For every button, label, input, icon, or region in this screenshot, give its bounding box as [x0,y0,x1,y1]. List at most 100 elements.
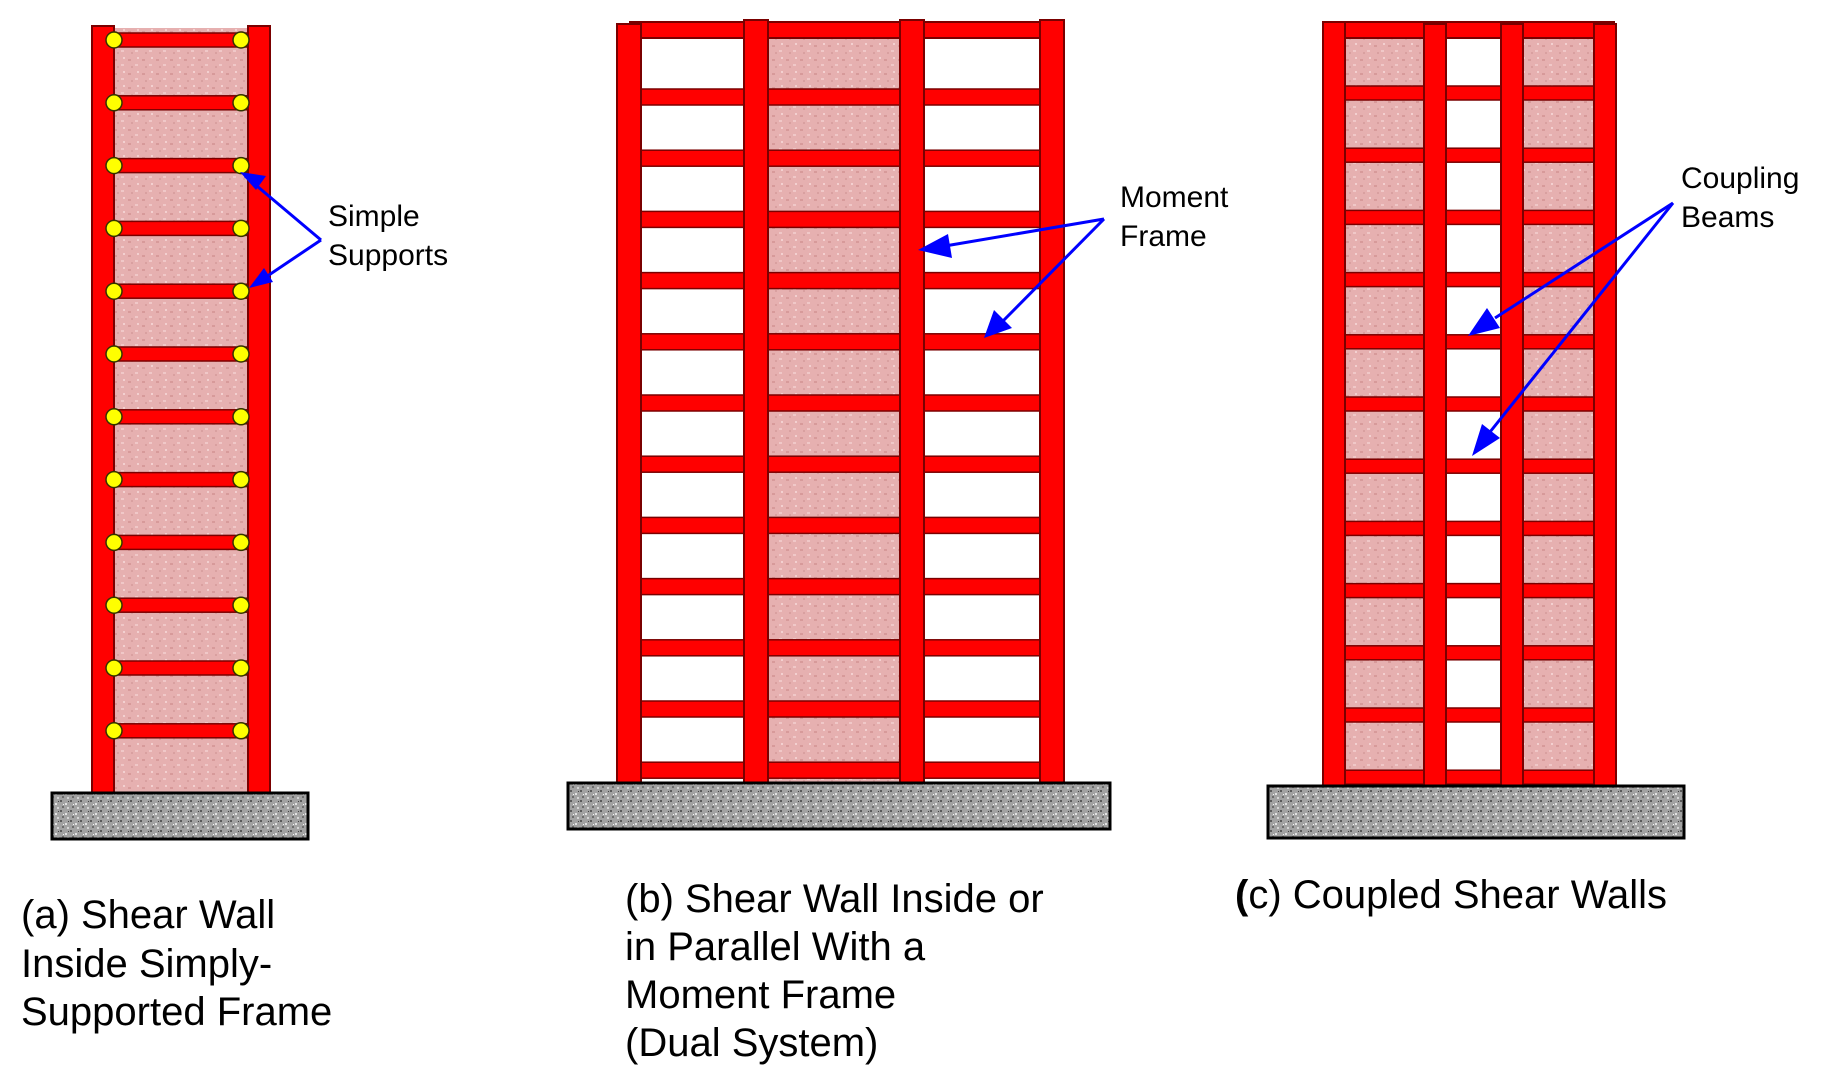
hinge-left [105,219,123,238]
panel-a-caption-line3: Supported Frame [21,990,332,1034]
panel-a-beam [111,471,251,488]
panel-c-caption-text: c) Coupled Shear Walls [1248,873,1667,917]
hinge-right [232,722,250,740]
hinge-right [232,345,250,363]
panel-c-coupled-shear-walls: Coupling Beams (c) Coupled Shear Walls [1235,21,1799,917]
hinge-left [105,282,123,300]
panel-b-beam [635,700,1045,718]
panel-c-column-2 [1423,23,1447,787]
coupling-beams-callout: Coupling Beams [1468,162,1799,456]
panel-c-coupling-beam [1339,645,1601,661]
panel-a-beam [111,346,251,362]
hinge-left [105,722,123,740]
panel-c-coupling-beam [1339,396,1601,412]
panel-a-beam [111,283,251,299]
panel-a-hinges [105,31,250,740]
panel-a-beam [111,409,251,425]
panel-b-beam [635,88,1045,106]
panel-a-beam [111,157,251,174]
panel-c-coupling-beam [1339,209,1601,226]
panel-a-right-column [247,25,271,795]
panel-b-beam [635,639,1045,657]
hinge-right [232,94,250,112]
hinge-left [105,596,123,614]
panel-c-caption-paren: ( [1235,873,1249,917]
panel-c-column-1 [1322,21,1346,787]
panel-b-caption-line1: (b) Shear Wall Inside or [625,877,1044,921]
coupling-beams-label-line2: Beams [1681,201,1774,234]
panel-a-caption-line2: Inside Simply- [21,942,272,986]
panel-b-beam [635,761,1045,779]
panel-a-beam [111,597,251,613]
panel-a-beam [111,95,251,111]
moment-frame-arrow-upper [944,217,1105,248]
panel-b-beam [635,516,1045,535]
moment-frame-callout: Moment Frame [918,181,1229,338]
coupling-beams-arrowhead-lower [1472,424,1500,456]
panel-b-beam [635,210,1045,229]
panel-c-coupling-beam [1339,582,1601,599]
moment-frame-label-line1: Moment [1120,181,1229,214]
hinge-right [232,533,250,552]
moment-frame-arrowhead-upper [918,234,952,258]
panel-b-beam [635,577,1045,596]
panel-b-beam [635,149,1045,167]
simple-supports-label-line1: Simple [328,200,420,233]
panel-a-beam [111,660,251,676]
panel-b-column-3 [899,19,925,785]
hinge-right [232,31,250,49]
panel-c-coupling-beam [1339,458,1601,474]
panel-b-beam [635,271,1045,290]
hinge-left [105,533,123,552]
hinge-left [105,345,123,363]
panel-c-beams [1339,85,1601,785]
panel-b-column-4 [1039,19,1065,785]
coupling-beams-arrowhead-upper [1468,308,1500,336]
hinge-left [105,408,123,426]
panel-b-caption: (b) Shear Wall Inside or in Parallel Wit… [625,877,1044,1065]
simple-supports-arrowhead-lower [249,268,273,288]
panel-b-foundation [566,781,1112,831]
panel-b-dual-system: Moment Frame (b) Shear Wall Inside or in… [566,19,1229,1065]
panel-c-coupling-beam [1339,85,1601,101]
hinge-left [105,659,123,677]
panel-b-column-2 [743,19,769,785]
hinge-left [105,470,123,489]
panel-c-foundation [1266,784,1686,840]
simple-supports-label-line2: Supports [328,239,448,272]
panel-c-column-4 [1593,23,1617,787]
panel-a-beam [111,32,251,48]
panel-c-coupling-beam [1339,707,1601,723]
hinge-right [232,596,250,614]
panel-a-simply-supported-frame: Simple Supports (a) Shear Wall Inside Si… [21,25,448,1034]
panel-c-coupling-beam [1339,147,1601,163]
moment-frame-label-line2: Frame [1120,220,1207,253]
hinge-left [105,31,123,49]
simple-supports-arrowhead-upper [240,172,266,190]
panel-a-caption-line1: (a) Shear Wall [21,893,275,937]
hinge-right [232,470,250,489]
panel-c-top-beam [1323,21,1615,39]
panel-b-column-1 [616,23,642,785]
panel-b-beam [635,333,1045,351]
panel-a-beam [111,534,251,551]
panel-a-caption: (a) Shear Wall Inside Simply- Supported … [21,893,332,1034]
simple-supports-callout: Simple Supports [240,172,448,288]
panel-c-coupling-beam [1339,520,1601,537]
coupling-beams-label-line1: Coupling [1681,162,1799,195]
hinge-right [232,282,250,300]
moment-frame-arrow-lower [1000,217,1106,324]
hinge-left [105,94,123,112]
panel-b-beam [635,394,1045,412]
panel-b-caption-line3: Moment Frame [625,973,896,1017]
coupling-beams-arrow-upper [1494,201,1674,320]
hinge-right [232,156,250,175]
panel-b-caption-line2: in Parallel With a [625,925,926,969]
hinge-right [232,219,250,238]
panel-a-foundation [50,791,310,841]
panel-a-beam [111,220,251,237]
hinge-left [105,156,123,175]
panel-c-caption: (c) Coupled Shear Walls [1235,873,1667,917]
panel-b-caption-line4: (Dual System) [625,1021,878,1065]
